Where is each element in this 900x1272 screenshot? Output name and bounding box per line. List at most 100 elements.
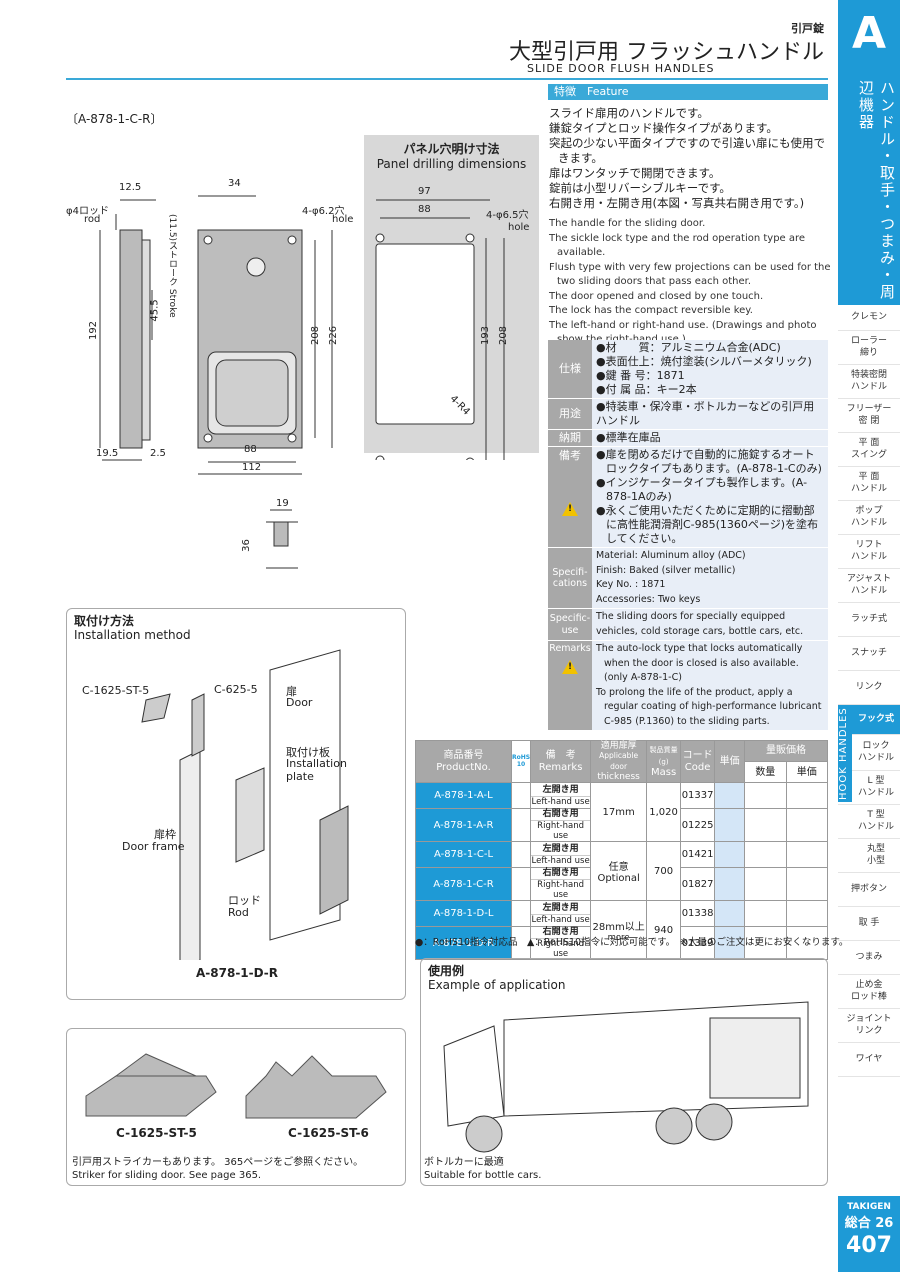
- example-caption-en: Suitable for bottle cars.: [424, 1170, 542, 1181]
- page-subtitle: SLIDE DOOR FLUSH HANDLES: [527, 62, 715, 75]
- remarks-row: 備考 ●扉を閉めるだけで自動的に施錠するオートロックタイプもあります。(A-87…: [548, 447, 828, 548]
- remark-ja: 右開き用: [542, 927, 579, 938]
- side-index-item[interactable]: 押ボタン: [838, 873, 900, 907]
- side-index-item[interactable]: ジョイント リンク: [838, 1009, 900, 1043]
- striker-caption-ja: 引戸用ストライカーもあります。 365ページをご参照ください。: [72, 1157, 364, 1168]
- feature-item-ja: 錠前は小型リバーシブルキーです。: [549, 181, 731, 195]
- category-name: ハンドル・取手・つまみ・周辺機器: [857, 80, 896, 301]
- hook-handles-label: HOOK HANDLES: [838, 706, 852, 802]
- code-cell: 01338: [680, 900, 716, 928]
- dim-19-5: 19.5: [96, 448, 119, 459]
- spec-line-en: Finish: Baked (silver metallic): [596, 564, 736, 576]
- side-index-item[interactable]: スナッチ: [838, 637, 900, 671]
- example-title-ja: 使用例: [428, 964, 465, 978]
- remarks-values-en: The auto-lock type that locks automatica…: [592, 641, 828, 730]
- product-number[interactable]: A-878-1-A-L: [415, 782, 512, 810]
- side-index-item[interactable]: アジャスト ハンドル: [838, 569, 900, 603]
- install-door-en: Door: [286, 696, 313, 709]
- col-code-en: Code: [684, 761, 711, 773]
- thickness-value: 28mm以上: [592, 921, 645, 933]
- side-index-item[interactable]: リフト ハンドル: [838, 535, 900, 569]
- bulk-price-cell: [785, 782, 829, 810]
- dim-112: 112: [242, 462, 262, 473]
- remark-en: Left-hand use: [531, 913, 591, 925]
- col-code-ja: コード: [682, 750, 713, 762]
- example-box: [420, 958, 828, 1186]
- product-number[interactable]: A-878-1-D-R: [415, 926, 512, 961]
- bulk-price-cell: [785, 926, 829, 961]
- side-index-item[interactable]: リンク: [838, 671, 900, 705]
- install-frame-ja: 扉枠: [154, 828, 176, 841]
- feature-item-ja: スライド扉用のハンドルです。: [549, 106, 709, 120]
- side-index-item[interactable]: ポップ ハンドル: [838, 501, 900, 535]
- unit-price-cell: [714, 867, 746, 902]
- side-index-item[interactable]: ラッチ式: [838, 603, 900, 637]
- installation-title: 取付け方法 Installation method: [74, 614, 191, 642]
- mass-cell: 1,020: [646, 782, 682, 843]
- panel-drawing: [375, 199, 505, 460]
- code-cell: 01225: [680, 808, 716, 843]
- delivery-label: 納期: [548, 430, 592, 446]
- side-index-item[interactable]: L 型 ハンドル: [838, 771, 900, 805]
- striker-name-2: C-1625-ST-6: [288, 1126, 369, 1140]
- side-index-item[interactable]: T 型 ハンドル: [838, 805, 900, 839]
- side-index-item[interactable]: 特装密閉 ハンドル: [838, 365, 900, 399]
- side-index-item[interactable]: 平 面 スイング: [838, 433, 900, 467]
- remark-en: Right-hand use: [531, 820, 591, 841]
- unit-price-cell: [714, 808, 746, 843]
- side-index-item[interactable]: クレモン: [838, 305, 900, 331]
- remark-ja: 右開き用: [542, 868, 579, 879]
- use-label-en: Specific-use: [548, 609, 592, 640]
- side-index-item[interactable]: ローラー 締り: [838, 331, 900, 365]
- mass-cell: 700: [646, 841, 682, 902]
- col-mass-ja: 製品質量(g): [649, 746, 678, 766]
- striker-caption: 引戸用ストライカーもあります。 365ページをご参照ください。 Striker …: [72, 1156, 363, 1182]
- use-value: ●特装車・保冷車・ボトルカーなどの引戸用ハンドル: [592, 399, 828, 429]
- side-index-item[interactable]: 丸型 小型: [838, 839, 900, 873]
- side-index-item[interactable]: ロック ハンドル: [838, 735, 900, 771]
- feature-item-en: The door opened and closed by one touch.: [549, 290, 764, 302]
- striker-caption-en: Striker for sliding door. See page 365.: [72, 1170, 262, 1181]
- product-number[interactable]: A-878-1-A-R: [415, 808, 512, 843]
- col-remarks-ja: 備 考: [545, 750, 576, 762]
- rohs-cell: [510, 808, 532, 843]
- panel-dim-208: 208: [498, 325, 510, 346]
- rohs-cell: [510, 841, 532, 869]
- page-number: 407: [846, 1233, 892, 1258]
- example-title: 使用例 Example of application: [428, 964, 565, 992]
- truck-illustration: [443, 1001, 809, 1153]
- side-index-item[interactable]: 止め金 ロッド棒: [838, 975, 900, 1009]
- remarks-label-cell-en: Remarks: [548, 641, 592, 730]
- product-number[interactable]: A-878-1-C-L: [415, 841, 512, 869]
- spec-row-en: Specifi-cations Material: Aluminum alloy…: [548, 548, 828, 609]
- side-index-item[interactable]: フリーザー 密 閉: [838, 399, 900, 433]
- spec-line: ●表面仕上：焼付塗装(シルバーメタリック): [596, 355, 812, 368]
- section-label: 引戸錠: [791, 22, 824, 35]
- dim-19: 19: [276, 498, 289, 509]
- dim-226: 226: [328, 325, 340, 346]
- use-label: 用途: [548, 399, 592, 429]
- product-number[interactable]: A-878-1-C-R: [415, 867, 512, 902]
- unit-price-cell: [714, 926, 746, 961]
- spec-line-en: Material: Aluminum alloy (ADC): [596, 550, 746, 561]
- code-cell: 01421: [680, 841, 716, 869]
- code-cell: 01827: [680, 867, 716, 902]
- remarks-row-en: Remarks The auto-lock type that locks au…: [548, 641, 828, 731]
- install-plate-ja: 取付け板: [286, 746, 330, 759]
- side-index-item[interactable]: ワイヤ: [838, 1043, 900, 1077]
- side-index-item[interactable]: 取 手: [838, 907, 900, 941]
- side-index-item[interactable]: 平 面 ハンドル: [838, 467, 900, 501]
- side-index-item[interactable]: つまみ: [838, 941, 900, 975]
- dim-88: 88: [244, 444, 257, 455]
- install-rod-en: Rod: [228, 906, 249, 919]
- product-number[interactable]: A-878-1-D-L: [415, 900, 512, 928]
- dim-12-5: 12.5: [119, 182, 142, 193]
